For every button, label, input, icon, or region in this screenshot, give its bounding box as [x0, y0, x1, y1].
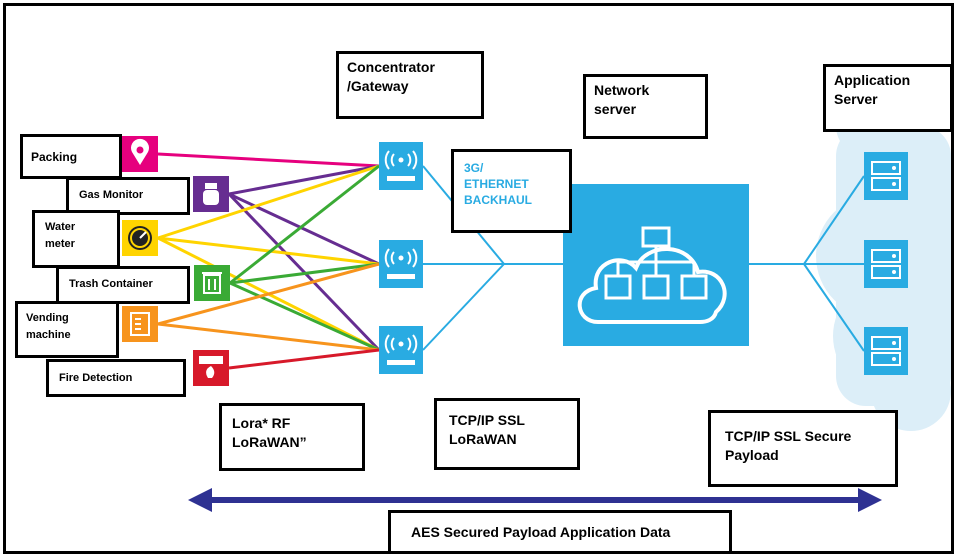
- vending-icon: [122, 306, 158, 342]
- server-icon: [864, 240, 908, 288]
- gateway-radio-icon: [379, 326, 423, 374]
- gateway-label-line-2: /Gateway: [347, 77, 409, 94]
- gateway-icons: [379, 142, 423, 374]
- gas-monitor-icon: [193, 176, 229, 212]
- fire-alarm-icon: [193, 350, 229, 386]
- link-line: [157, 152, 380, 168]
- link-line: [157, 262, 380, 326]
- server-icon: [864, 152, 908, 200]
- device-icons: [122, 136, 230, 386]
- app-server-label-line-2: Server: [834, 90, 878, 107]
- protocol-label-line: Payload: [725, 446, 779, 463]
- protocol-label-rf: Lora* RF LoRaWAN”: [219, 403, 365, 471]
- link-line: [228, 192, 380, 266]
- device-label-text: machine: [26, 329, 71, 342]
- trash-icon: [194, 265, 230, 301]
- arrow-head-right: [858, 488, 882, 512]
- backhaul-label: 3G/ ETHERNET BACKHAUL: [451, 149, 572, 233]
- server-icon: [864, 327, 908, 375]
- device-label-text: meter: [45, 238, 75, 251]
- backhaul-label-line-1: 3G/: [464, 161, 484, 175]
- device-label-fire-detection: Fire Detection: [46, 359, 186, 397]
- double-arrow: [188, 488, 882, 512]
- device-label-text: Water: [45, 221, 76, 233]
- gateway-label: Concentrator /Gateway: [336, 51, 484, 119]
- device-label-text: Packing: [31, 150, 78, 164]
- backhaul-label-line-2: ETHERNET: [464, 177, 529, 192]
- link-line: [228, 348, 380, 370]
- diagram-frame: Concentrator /Gateway Network server App…: [3, 3, 954, 554]
- app-server-label: Application Server: [823, 64, 951, 132]
- protocol-label-line: LoRaWAN: [449, 430, 517, 447]
- link-line: [229, 262, 380, 285]
- backhaul-label-line-3: BACKHAUL: [464, 193, 532, 208]
- device-label-gas-monitor: Gas Monitor: [66, 177, 190, 215]
- protocol-label-line: Lora* RF: [232, 415, 291, 431]
- device-label-text: Trash Container: [69, 278, 153, 290]
- link-line: [229, 281, 380, 352]
- device-label-vending-machine: Vending machine: [15, 301, 119, 358]
- aes-label-text: AES Secured Payload Application Data: [411, 524, 671, 540]
- cloud-network-icon: [577, 226, 727, 324]
- link-line: [157, 322, 380, 352]
- device-label-water-meter: Water meter: [32, 210, 120, 268]
- iot-network-diagram: [122, 96, 951, 512]
- protocol-label-line: TCP/IP SSL Secure: [725, 428, 852, 444]
- network-server-label-line-1: Network: [594, 82, 650, 98]
- device-label-text: Vending: [26, 312, 69, 324]
- backhaul-line: [803, 263, 865, 352]
- device-label-trash-container: Trash Container: [56, 266, 190, 304]
- aes-label: AES Secured Payload Application Data: [388, 510, 732, 551]
- app-server-label-line-1: Application: [834, 72, 911, 88]
- backhaul-line: [803, 175, 865, 265]
- network-server-cloud: [563, 184, 749, 346]
- protocol-label-line: LoRaWAN”: [232, 433, 307, 450]
- backhaul-line: [422, 263, 505, 351]
- location-pin-icon: [122, 136, 158, 172]
- device-gateway-links: [157, 152, 381, 370]
- gateway-radio-icon: [379, 142, 423, 190]
- gateway-radio-icon: [379, 240, 423, 288]
- gauge-icon: [122, 220, 158, 256]
- server-icons: [864, 152, 908, 375]
- link-line: [228, 164, 380, 196]
- link-line: [157, 164, 380, 240]
- arrow-head-left: [188, 488, 212, 512]
- device-label-text: Fire Detection: [59, 372, 133, 384]
- link-line: [227, 192, 381, 352]
- protocol-label-tcp: TCP/IP SSL LoRaWAN: [434, 398, 580, 470]
- protocol-label-secure: TCP/IP SSL Secure Payload: [708, 410, 898, 487]
- device-label-text: Gas Monitor: [79, 189, 144, 201]
- network-server-label: Network server: [583, 74, 708, 139]
- device-label-packing: Packing: [20, 134, 122, 179]
- link-line: [229, 164, 380, 285]
- backhaul-links: [422, 165, 865, 352]
- network-server-label-line-2: server: [594, 100, 637, 117]
- gateway-label-line-1: Concentrator: [347, 59, 435, 75]
- protocol-label-line: TCP/IP SSL: [449, 412, 525, 428]
